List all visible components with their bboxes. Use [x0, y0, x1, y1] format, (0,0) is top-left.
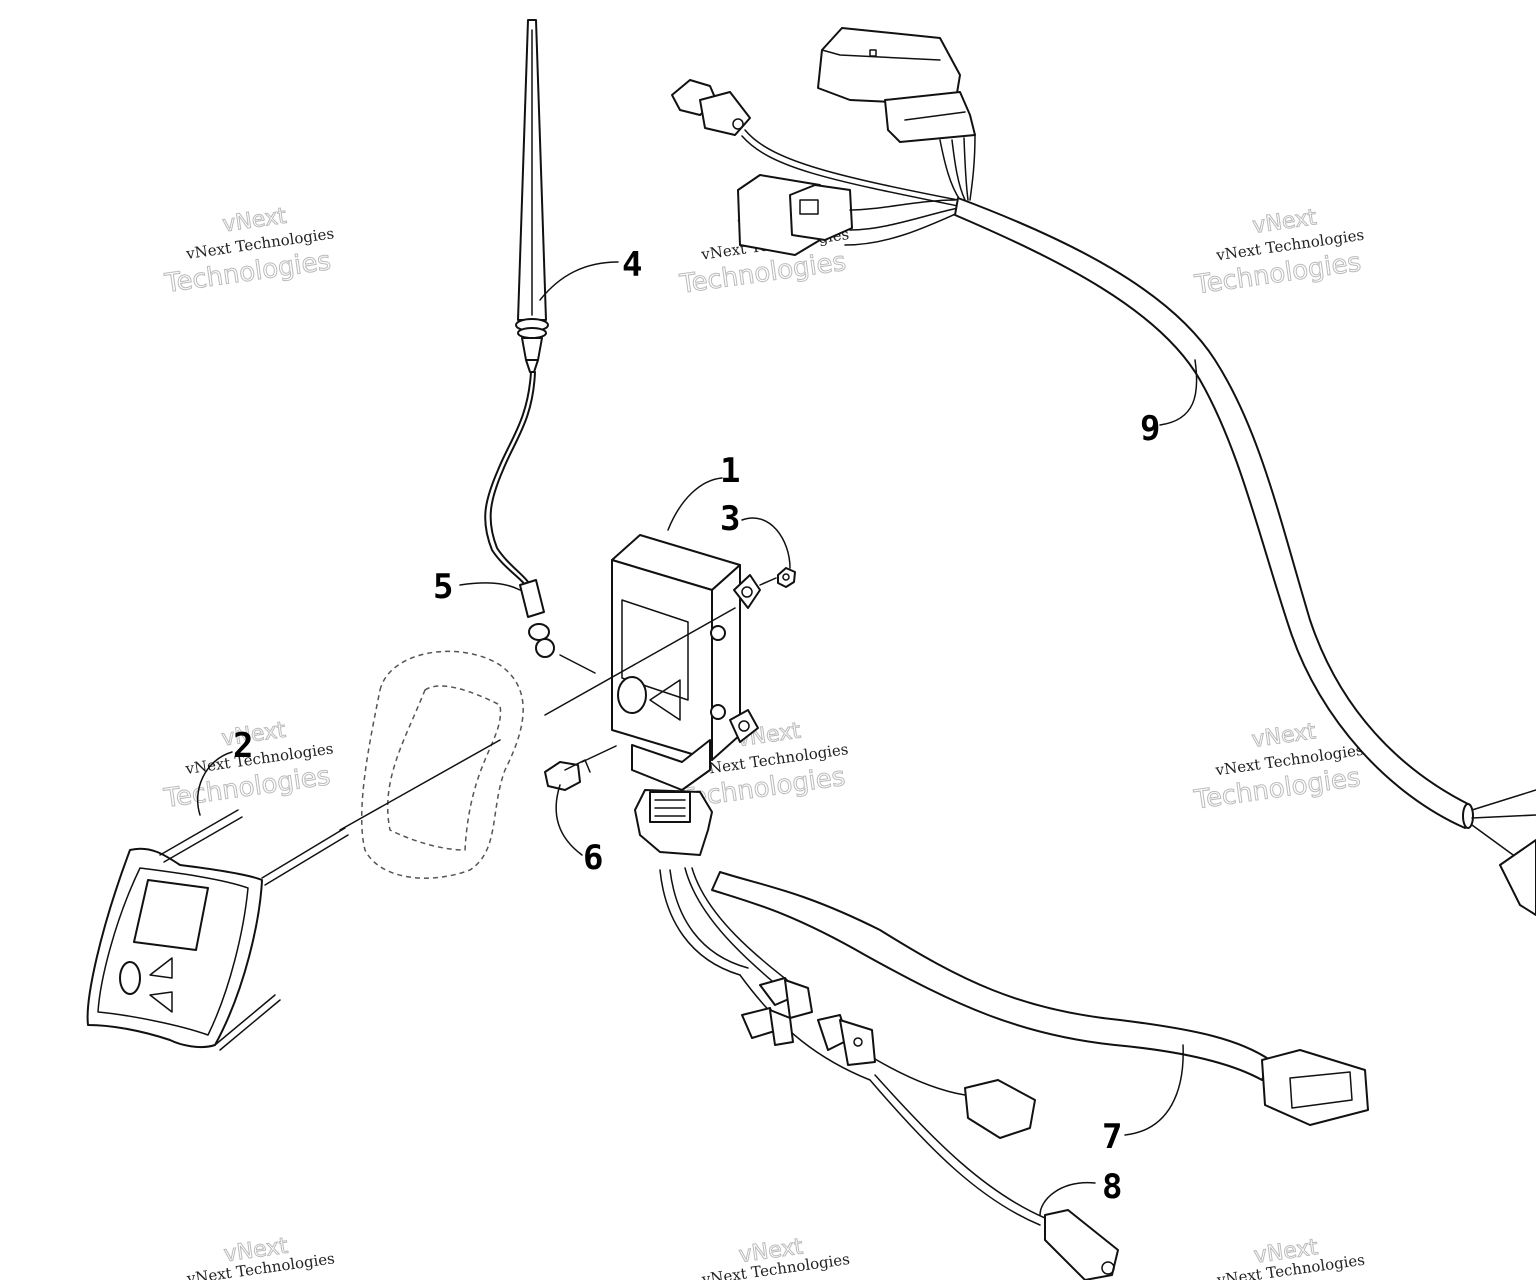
- callout-1: 1: [720, 451, 740, 491]
- mounting-outline: [360, 650, 524, 879]
- watermark-bottom-right: vNext vNext Technologies: [1215, 1235, 1366, 1280]
- nut: [759, 567, 796, 588]
- main-harness: [671, 27, 1536, 916]
- callout-9: 9: [1140, 409, 1160, 449]
- antenna: [484, 19, 549, 591]
- antenna-connector: [519, 579, 555, 658]
- callout-8: 8: [1102, 1167, 1122, 1207]
- leader-lines: [196, 261, 1198, 1216]
- callout-4: 4: [622, 245, 642, 285]
- watermark-bottom-left: vNext vNext Technologies: [185, 1233, 336, 1280]
- watermark-top-left: vNext vNext Technologies Technologies: [162, 203, 335, 299]
- control-module: [611, 534, 761, 791]
- clip: [544, 745, 617, 791]
- callout-7: 7: [1102, 1117, 1122, 1157]
- watermark-bottom-center: vNext vNext Technologies: [700, 1234, 851, 1280]
- callout-3: 3: [720, 499, 740, 539]
- callout-2: 2: [233, 726, 253, 766]
- watermark-top-right: vNext vNext Technologies Technologies: [1192, 205, 1365, 301]
- callout-5: 5: [433, 567, 453, 607]
- display-unit: [86, 809, 349, 1051]
- module-harness: [634, 789, 1369, 1280]
- callout-6: 6: [583, 838, 603, 878]
